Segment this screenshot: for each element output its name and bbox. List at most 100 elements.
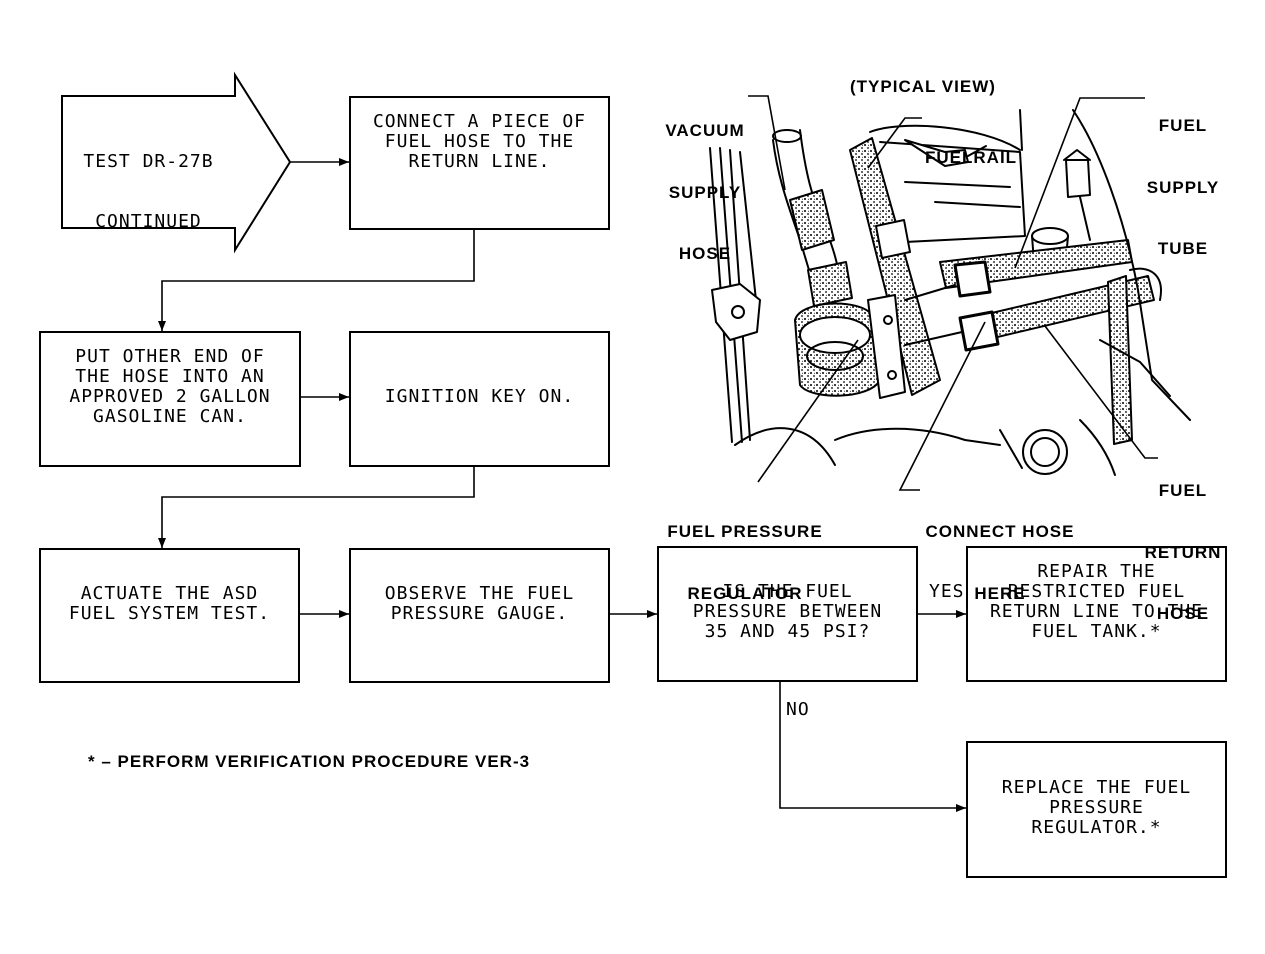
box-text-line: PRESSURE GAUGE. bbox=[390, 603, 569, 624]
step-ignition-key-on-box: IGNITION KEY ON. bbox=[349, 331, 610, 467]
label-line: HOSE bbox=[1156, 604, 1210, 623]
fuel-pressure-regulator-label: FUEL PRESSURE REGULATOR bbox=[660, 481, 830, 625]
box-text-line: 35 AND 45 PSI? bbox=[704, 621, 871, 642]
regulator-bolt bbox=[887, 370, 897, 380]
label-line: FUEL bbox=[1158, 481, 1208, 500]
engine-bolt-head bbox=[1063, 149, 1091, 161]
start-text-line: TEST DR-27B bbox=[83, 151, 214, 172]
connector-ignition-to-actuate bbox=[158, 467, 475, 548]
engine-contour bbox=[1019, 109, 1023, 151]
box-text-line: RETURN LINE. bbox=[408, 151, 551, 172]
box-text-line: ACTUATE THE ASD bbox=[80, 583, 259, 604]
fuel-rail-bracket bbox=[875, 219, 911, 259]
start-text-line: CONTINUED bbox=[95, 211, 202, 232]
label-line: HOSE bbox=[678, 244, 732, 263]
leader-vacuum-supply-hose bbox=[748, 95, 786, 191]
label-line: TUBE bbox=[1157, 239, 1209, 258]
supply-tube-clamp bbox=[953, 260, 992, 298]
pressure-regulator-ring bbox=[799, 316, 871, 354]
tube-connector-line bbox=[904, 284, 963, 346]
intake-cylinder-top bbox=[1031, 227, 1069, 245]
start-arrow-shape bbox=[61, 71, 292, 254]
box-text-line: PRESSURE bbox=[1049, 797, 1144, 818]
pressure-regulator-ring bbox=[806, 341, 864, 371]
footnote: * – PERFORM VERIFICATION PROCEDURE VER-3 bbox=[88, 752, 531, 771]
step-actuate-asd-box: ACTUATE THE ASD FUEL SYSTEM TEST. bbox=[39, 548, 300, 683]
step-connect-hose-box: CONNECT A PIECE OF FUEL HOSE TO THE RETU… bbox=[349, 96, 610, 230]
box-text-line: FUEL SYSTEM TEST. bbox=[68, 603, 271, 624]
illustration-title: (TYPICAL VIEW) bbox=[850, 77, 996, 96]
box-text-line: IGNITION KEY ON. bbox=[384, 386, 575, 407]
box-text-line: IS THE FUEL bbox=[722, 581, 853, 602]
engine-illustration bbox=[709, 109, 1191, 476]
box-text-line: RETURN LINE TO THE bbox=[989, 601, 1204, 622]
connector-decision-no bbox=[779, 682, 966, 812]
box-text-line: REPLACE THE FUEL bbox=[1001, 777, 1192, 798]
engine-bolt bbox=[1065, 159, 1091, 198]
step-put-hose-in-can-box: PUT OTHER END OF THE HOSE INTO AN APPROV… bbox=[39, 331, 301, 467]
engine-cap-inner bbox=[1030, 437, 1060, 467]
label-line: FUEL PRESSURE bbox=[667, 522, 823, 541]
vacuum-supply-hose-label: VACUUM SUPPLY HOSE bbox=[655, 80, 755, 285]
box-text-line: REGULATOR.* bbox=[1031, 817, 1162, 838]
start-arrow-text: TEST DR-27B CONTINUED bbox=[62, 112, 235, 252]
outcome-repair-return-line-box: REPAIR THE RESTRICTED FUEL RETURN LINE T… bbox=[966, 546, 1227, 682]
label-line: RETURN bbox=[1144, 542, 1222, 562]
fuel-supply-tube-label: FUEL SUPPLY TUBE bbox=[1135, 75, 1231, 280]
box-text-line: CONNECT A PIECE OF bbox=[372, 111, 587, 132]
engine-contour bbox=[1099, 339, 1171, 397]
label-leader-lines bbox=[748, 95, 1158, 491]
label-line: CONNECT HOSE bbox=[925, 522, 1075, 541]
label-line: SUPPLY bbox=[1146, 177, 1220, 197]
engine-contour bbox=[734, 427, 836, 466]
box-text-line: APPROVED 2 GALLON bbox=[69, 386, 271, 407]
vacuum-hose-end bbox=[772, 129, 802, 143]
engine-contour bbox=[834, 427, 1001, 446]
right-hose-end bbox=[1129, 267, 1162, 301]
leader-fuel-supply-tube bbox=[1014, 97, 1145, 269]
left-bracket bbox=[711, 283, 761, 341]
step-observe-gauge-box: OBSERVE THE FUEL PRESSURE GAUGE. bbox=[349, 548, 610, 683]
engine-bolt-stem bbox=[1079, 196, 1091, 241]
connect-hose-here-label: CONNECT HOSE HERE bbox=[915, 481, 1085, 625]
leader-fuel-return-hose bbox=[1044, 325, 1158, 459]
box-text-line: FUEL TANK.* bbox=[1031, 621, 1162, 642]
label-line: FUEL bbox=[1158, 116, 1208, 135]
fuel-rail-clip bbox=[904, 139, 969, 167]
outcome-replace-regulator-box: REPLACE THE FUEL PRESSURE REGULATOR.* bbox=[966, 741, 1227, 878]
leader-fuel-pressure-regulator bbox=[757, 339, 859, 483]
fuel-rail-wire bbox=[967, 145, 987, 157]
left-bracket-hole bbox=[731, 305, 745, 319]
yes-branch-label: YES bbox=[929, 581, 965, 602]
connector-connect-to-put-other-end bbox=[158, 230, 475, 331]
engine-contour bbox=[999, 429, 1023, 469]
regulator-bolt bbox=[883, 315, 893, 325]
box-text-line: GASOLINE CAN. bbox=[93, 406, 247, 427]
vacuum-hose-fitting bbox=[789, 189, 835, 251]
label-line: HERE bbox=[974, 583, 1026, 603]
engine-contour bbox=[1079, 419, 1116, 476]
box-text-line: OBSERVE THE FUEL bbox=[384, 583, 575, 604]
intake-outline bbox=[879, 141, 1026, 243]
box-text-line: PUT OTHER END OF bbox=[75, 346, 265, 367]
return-hose-clamp bbox=[958, 310, 1000, 352]
fuel-rail-label: FUELRAIL bbox=[925, 107, 1017, 189]
label-line: SUPPLY bbox=[668, 182, 742, 202]
decision-pressure-box: IS THE FUEL PRESSURE BETWEEN 35 AND 45 P… bbox=[657, 546, 918, 682]
box-text-line: FUEL HOSE TO THE bbox=[384, 131, 575, 152]
leader-connect-hose-here bbox=[898, 321, 986, 491]
fuel-return-hose-label: FUEL RETURN HOSE bbox=[1135, 440, 1231, 645]
intake-plenum-top bbox=[869, 124, 1021, 151]
no-branch-label: NO bbox=[786, 699, 810, 720]
intake-rib bbox=[904, 181, 1011, 188]
box-text-line: THE HOSE INTO AN bbox=[75, 366, 265, 387]
radiator-line bbox=[739, 151, 757, 301]
flow-connectors bbox=[158, 158, 966, 812]
label-line: FUELRAIL bbox=[925, 148, 1018, 167]
box-text-line: RESTRICTED FUEL bbox=[1007, 581, 1186, 602]
intake-rib bbox=[934, 201, 1021, 208]
engine-cap-outer bbox=[1022, 429, 1068, 475]
box-text-line: PRESSURE BETWEEN bbox=[692, 601, 883, 622]
label-line: REGULATOR bbox=[687, 583, 803, 603]
